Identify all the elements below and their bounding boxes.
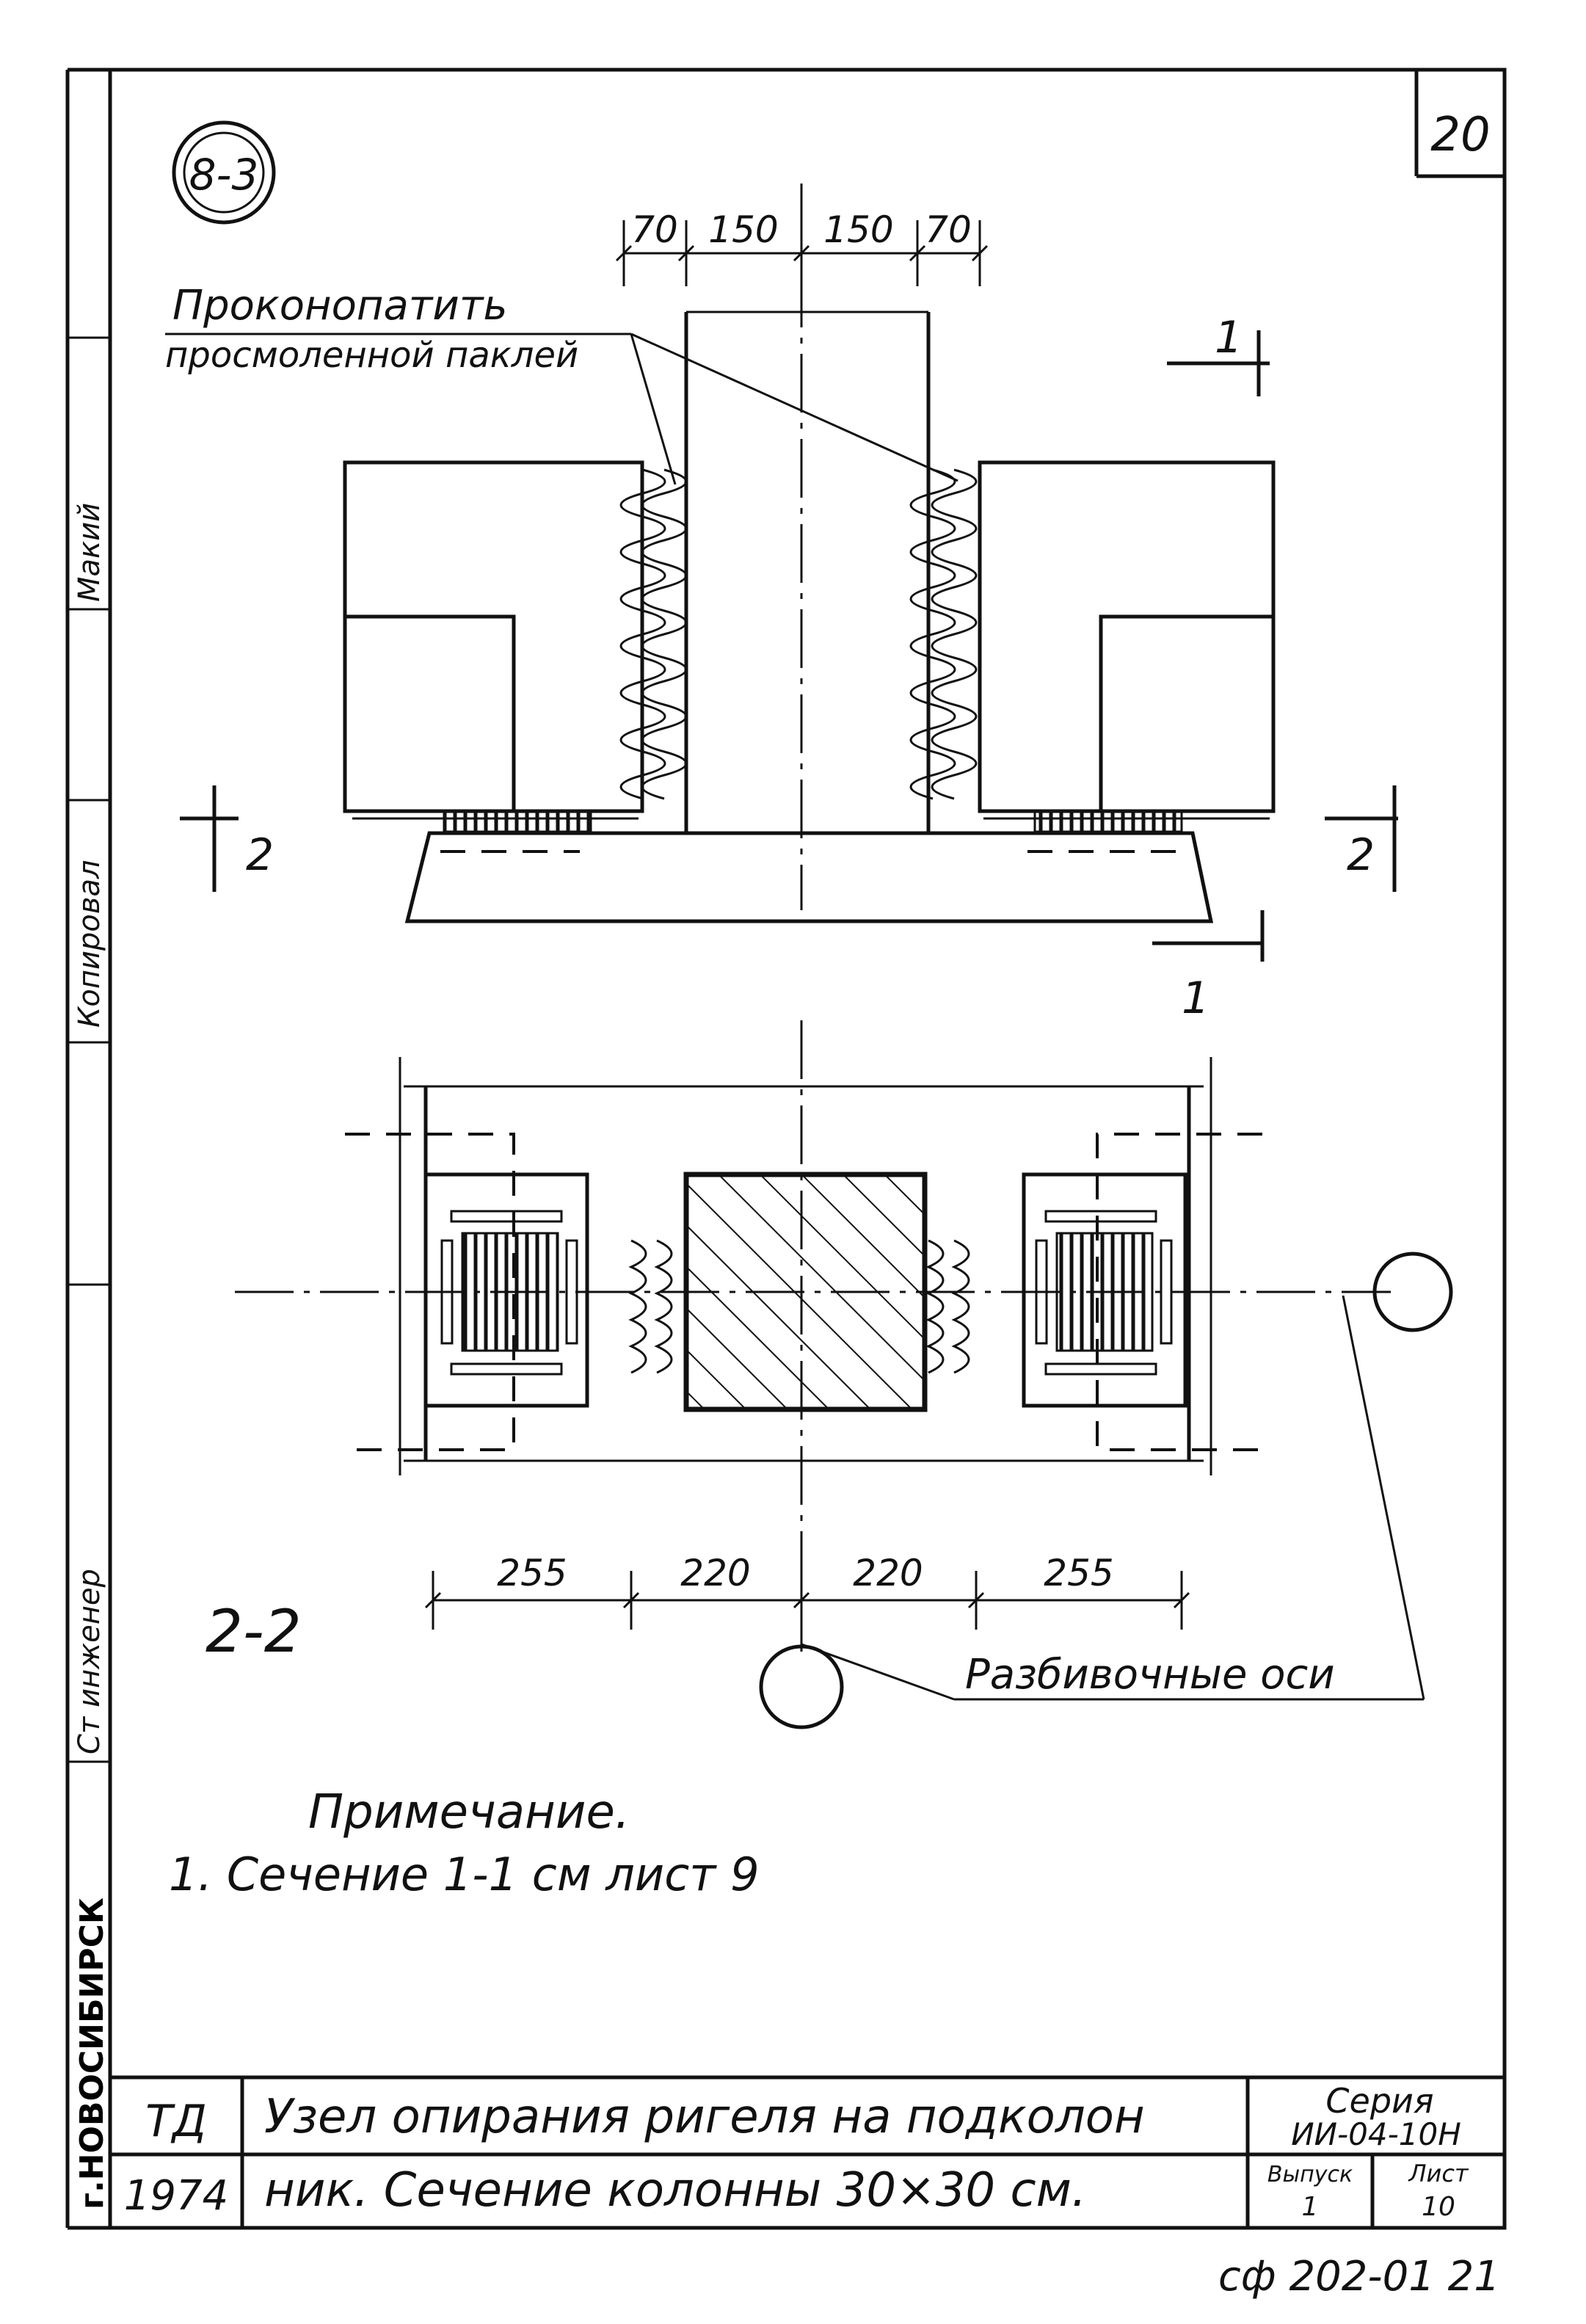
section-mark-2-left: 2 [246, 829, 274, 881]
axes-callout-label: Разбивочные оси [965, 1651, 1335, 1699]
title-line-2: ник. Сечение колонны 30×30 см. [264, 2163, 1086, 2218]
section-mark-2-right: 2 [1347, 829, 1375, 881]
column-elevation [684, 311, 931, 833]
issue-label: Выпуск [1267, 2162, 1353, 2187]
bottom-dim-4: 255 [1044, 1552, 1113, 1594]
section-view: 70 150 150 70 [165, 184, 1398, 1024]
plan-left-beam [345, 1133, 589, 1451]
section-mark-1-top: 1 [1215, 312, 1243, 363]
sheet-number-box: 20 [1414, 70, 1505, 178]
series-label: Серия [1325, 2081, 1433, 2121]
footer-code: сф 202-01 21 [1218, 2253, 1500, 2301]
side-stamp-city: г.НОВОСИБИРСК [73, 1898, 111, 2209]
plan-oakum [628, 1239, 970, 1374]
section-marks: 1 1 2 2 [180, 312, 1398, 1024]
side-stamp: Ст инженер Копировал Макий г.НОВОСИБИРСК [73, 503, 111, 2209]
title-line-1: Узел опирания ригеля на подколон [264, 2090, 1145, 2144]
bottom-dim-3: 220 [853, 1552, 923, 1594]
title-year: 1974 [124, 2172, 229, 2220]
title-org: ТД [145, 2096, 207, 2147]
series-value: ИИ-04-10Н [1291, 2116, 1461, 2152]
bottom-dim-1: 255 [497, 1552, 567, 1594]
bottom-dim-2: 220 [680, 1552, 750, 1594]
title-block: ТД 1974 Узел опирания ригеля на подколон… [110, 2075, 1505, 2228]
axis-bubble-bottom [759, 1644, 844, 1729]
notes: Примечание. 1. Сечение 1-1 см лист 9 [169, 1785, 760, 1901]
section-mark-1-bottom: 1 [1182, 973, 1209, 1024]
callout-line-1: Проконопатить [172, 282, 507, 330]
plan-right-beam [1022, 1133, 1262, 1451]
issue-value: 1 [1302, 2192, 1319, 2222]
notes-item-1: 1. Сечение 1-1 см лист 9 [169, 1848, 760, 1901]
bearing-plates [440, 810, 1183, 853]
oakum-left [619, 468, 688, 800]
side-stamp-cell-1: Ст инженер [73, 1569, 106, 1754]
right-beam [978, 460, 1276, 820]
left-beam [343, 460, 644, 820]
sheet-number: 20 [1430, 108, 1490, 162]
callout-line-2: просмоленной паклей [165, 335, 578, 376]
sheet-value: 10 [1422, 2192, 1455, 2222]
callout-oakum: Проконопатить просмоленной паклей [165, 282, 958, 485]
top-dimension-chain: 70 150 150 70 [615, 208, 989, 286]
top-dim-2: 150 [708, 208, 778, 251]
plan-view: 255 220 220 255 2-2 Разбивочные оси [205, 1020, 1453, 1729]
oakum-right [909, 468, 978, 800]
detail-marker: 8-3 [172, 120, 276, 225]
top-dim-1: 70 [631, 208, 678, 251]
sheet-label: Лист [1408, 2160, 1469, 2187]
bottom-dimension-chain: 255 220 220 255 [424, 1552, 1190, 1630]
top-dim-4: 70 [925, 208, 972, 251]
detail-marker-label: 8-3 [189, 150, 259, 200]
side-stamp-cell-3: Макий [73, 503, 106, 602]
axis-bubble-right [1372, 1252, 1453, 1332]
plan-section-label: 2-2 [205, 1597, 302, 1666]
sheet-frame [65, 68, 1507, 2230]
side-stamp-cell-2: Копировал [73, 860, 106, 1028]
notes-heading: Примечание. [308, 1785, 630, 1840]
subcolumn-pedestal [404, 831, 1214, 923]
axes-callout: Разбивочные оси [801, 1295, 1425, 1701]
top-dim-3: 150 [823, 208, 893, 251]
plan-column-section [683, 1172, 928, 1412]
